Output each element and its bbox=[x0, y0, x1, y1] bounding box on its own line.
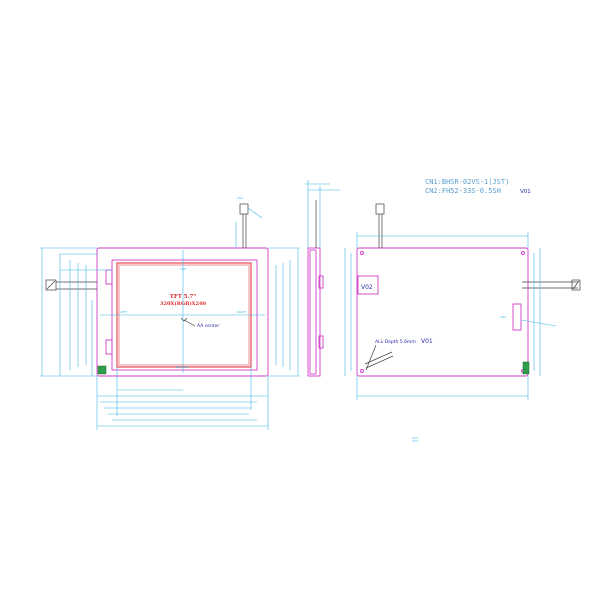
back-cn1-body bbox=[375, 203, 385, 215]
front-outer-outline bbox=[96, 247, 269, 377]
cn2-fpc-end bbox=[571, 279, 581, 291]
v02-label: V02 bbox=[361, 284, 373, 291]
aa-center-marker bbox=[180, 317, 188, 322]
depth-leader bbox=[365, 344, 377, 371]
side-layer bbox=[309, 249, 317, 375]
cn2-leader bbox=[520, 319, 557, 327]
front-view: TFT 5.7" 320X(RGB)X240 AA center TOP LEF… bbox=[40, 196, 300, 430]
side-bump-upper bbox=[318, 275, 324, 289]
back-mount-hole-tr bbox=[521, 251, 525, 255]
v01-label: V01 bbox=[421, 338, 433, 345]
depth-leader-hatch-1 bbox=[364, 351, 393, 365]
cn1-connector-body bbox=[239, 203, 249, 215]
model-line-1: TFT 5.7" bbox=[170, 294, 197, 300]
connector-note-2: CN2:FH52-33S-0.5SH bbox=[425, 187, 501, 195]
label-left: LEFT bbox=[120, 310, 127, 314]
left-tab-lower bbox=[105, 339, 113, 355]
connector-notes: CN1:BHSR-02VS-1(JST) CN2:FH52-33S-0.5SH … bbox=[425, 178, 531, 195]
side-view bbox=[305, 180, 340, 377]
back-component bbox=[522, 361, 530, 375]
side-outline bbox=[307, 247, 321, 377]
back-mount-hole-bl bbox=[360, 369, 364, 373]
aa-center-label: AA center bbox=[197, 323, 219, 329]
left-tail bbox=[45, 279, 57, 291]
back-v02-box bbox=[357, 275, 379, 295]
back-view: V02 CN2 ALL-Depth 5.6mm V01 bbox=[344, 203, 581, 400]
front-component bbox=[97, 365, 107, 375]
label-bottom: BOTTOM bbox=[176, 365, 189, 369]
aa-center-leader bbox=[183, 319, 196, 327]
depth-note: ALL-Depth 5.6mm bbox=[375, 339, 416, 345]
cn2-fpc-hatch bbox=[572, 280, 580, 290]
depth-leader-hatch-2 bbox=[365, 355, 394, 369]
left-tab-upper bbox=[105, 269, 113, 285]
version-note: V01 bbox=[520, 189, 531, 195]
label-top: TOP bbox=[179, 267, 186, 271]
connector-note-1: CN1:BHSR-02VS-1(JST) bbox=[425, 178, 509, 186]
cn2-label: CN2 bbox=[500, 315, 506, 319]
cn1-label: CN1 bbox=[237, 196, 243, 200]
side-bump-lower bbox=[318, 335, 324, 349]
cn1-leader bbox=[247, 207, 263, 219]
left-tail-hatch bbox=[46, 280, 56, 290]
cn2-connector bbox=[512, 303, 522, 331]
back-mount-hole-tl bbox=[360, 251, 364, 255]
label-right: RIGHT bbox=[237, 310, 247, 314]
back-outline bbox=[356, 247, 529, 377]
model-line-2: 320X(RGB)X240 bbox=[160, 300, 207, 307]
